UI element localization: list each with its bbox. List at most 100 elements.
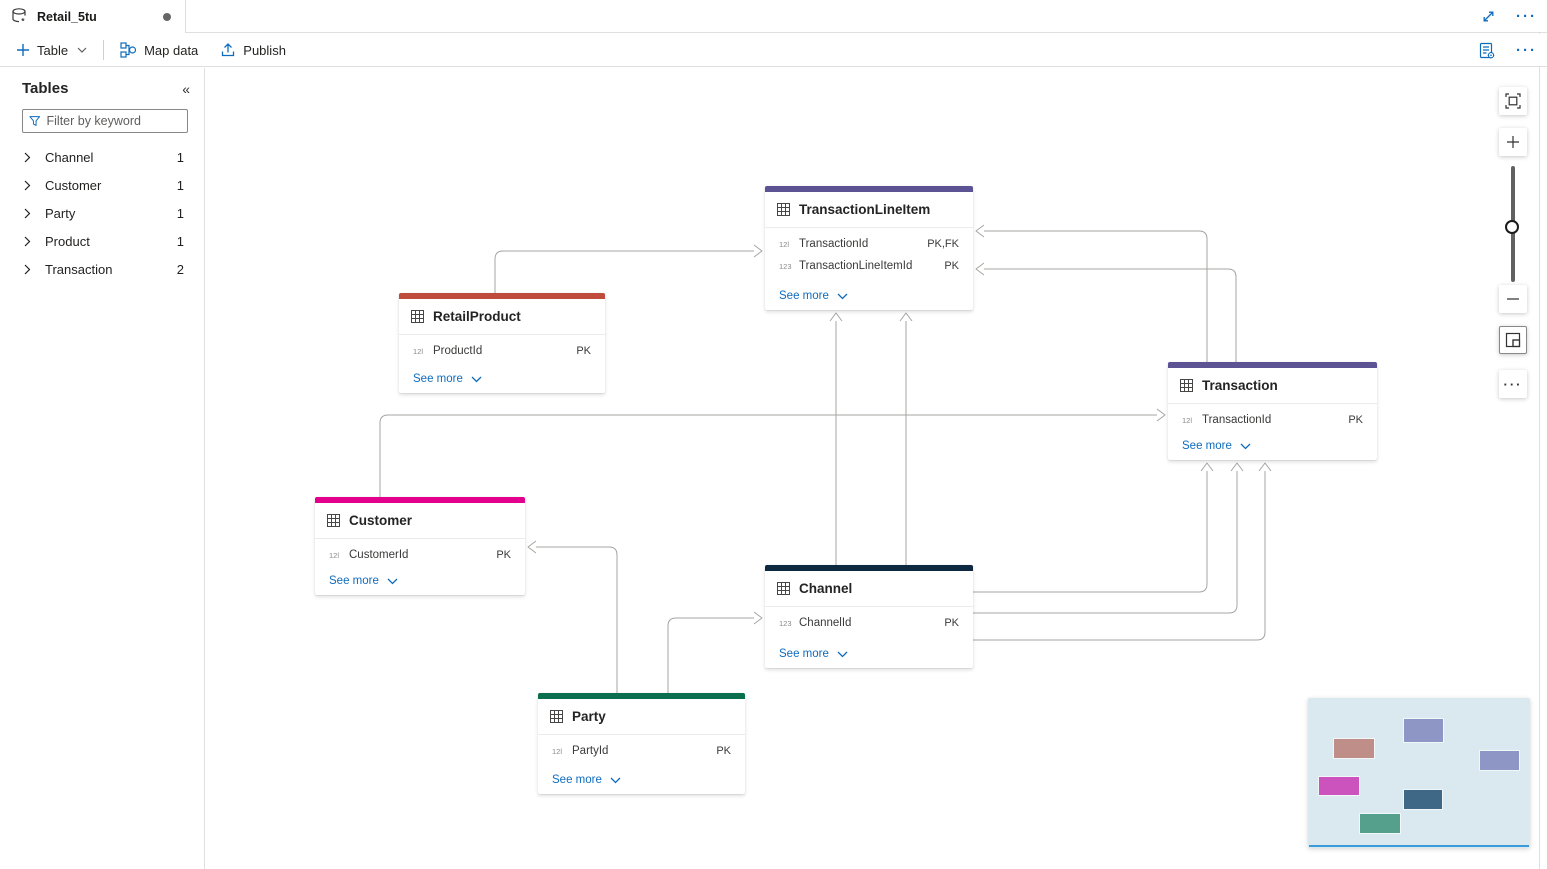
chevron-right-icon [24, 236, 31, 246]
field-key-badge: PK,FK [927, 238, 959, 250]
field-key-badge: PK [496, 549, 511, 561]
see-more-link[interactable]: See more [765, 282, 973, 310]
entity-header: Customer [315, 503, 525, 539]
numeric-type-icon: 123 [779, 618, 792, 628]
chevron-right-icon [24, 180, 31, 190]
plus-icon [17, 44, 29, 56]
publish-button[interactable]: Publish [220, 42, 286, 58]
chevron-right-icon [24, 152, 31, 162]
see-more-link[interactable]: See more [315, 567, 525, 595]
numeric-type-icon: 12l [552, 746, 563, 756]
minimap-rect-transaction [1480, 751, 1519, 770]
numeric-type-icon: 12l [779, 239, 790, 249]
chevron-right-icon [24, 264, 31, 274]
sidebar-item-label: Customer [45, 177, 102, 193]
tab-retail-5tu[interactable]: * Retail_5tu [0, 0, 186, 33]
tab-bar: * Retail_5tu ··· [0, 0, 1547, 33]
field-name: TransactionId [1202, 414, 1272, 426]
sidebar-item-count: 1 [176, 233, 184, 249]
field-name: TransactionLineItemId [799, 260, 913, 272]
see-more-label: See more [779, 290, 829, 302]
see-more-label: See more [1182, 440, 1232, 452]
unsaved-changes-dot [163, 12, 171, 21]
entity-title: Customer [349, 513, 413, 528]
filter-input[interactable] [46, 114, 181, 128]
entity-color-bar [765, 565, 973, 571]
view-settings-icon[interactable] [1478, 42, 1496, 60]
publish-icon [222, 43, 235, 57]
chevron-down-icon [471, 376, 482, 382]
minimap-rect-party [1360, 814, 1400, 833]
map-data-button[interactable]: Map data [120, 42, 198, 58]
zoom-slider-thumb[interactable] [1505, 220, 1519, 234]
fit-to-screen-button[interactable] [1499, 87, 1527, 115]
toggle-minimap-button[interactable] [1499, 326, 1527, 354]
chevron-right-icon [24, 208, 31, 218]
field-name: ChannelId [799, 617, 852, 629]
sidebar-item-count: 1 [176, 205, 184, 221]
expand-diagonal-icon[interactable] [1481, 9, 1496, 24]
numeric-type-icon: 12l [413, 346, 424, 356]
zoom-in-button[interactable] [1499, 128, 1527, 156]
minus-icon [1507, 298, 1519, 300]
zoom-slider[interactable] [1505, 166, 1519, 282]
see-more-link[interactable]: See more [765, 640, 973, 668]
entity-title: TransactionLineItem [799, 202, 931, 217]
map-data-icon [120, 42, 137, 58]
tab-more-button[interactable]: ··· [1516, 8, 1537, 25]
entity-header: Party [538, 699, 745, 735]
minimap-viewport-indicator [1309, 845, 1529, 847]
add-table-button[interactable]: Table [16, 43, 87, 58]
numeric-type-icon: 12l [1182, 415, 1193, 425]
see-more-link[interactable]: See more [399, 365, 605, 393]
table-grid-icon [327, 514, 340, 527]
publish-label: Publish [243, 42, 286, 58]
sidebar-item-label: Channel [45, 149, 94, 165]
table-grid-icon [550, 710, 563, 723]
entity-card-party[interactable]: Party 12l PartyId PK See more [538, 693, 745, 794]
minimap-icon [1505, 332, 1521, 348]
canvas-more-button[interactable]: ··· [1499, 370, 1527, 398]
minimap[interactable] [1308, 698, 1530, 848]
field-name: CustomerId [349, 549, 409, 561]
chevron-down-icon [610, 777, 621, 783]
toolbar-divider [103, 40, 105, 60]
toolbar-more-button[interactable]: ··· [1516, 42, 1537, 59]
field-key-badge: PK [716, 745, 731, 757]
entity-color-bar [399, 293, 605, 299]
filter-funnel-icon [29, 116, 41, 126]
see-more-link[interactable]: See more [1168, 432, 1377, 460]
entity-header: Channel [765, 571, 973, 607]
entity-title: Channel [799, 581, 853, 596]
entity-header: Transaction [1168, 368, 1377, 404]
zoom-out-button[interactable] [1499, 285, 1527, 313]
map-data-label: Map data [144, 42, 199, 58]
sidebar-item-label: Party [45, 205, 76, 221]
right-panel-edge [1539, 0, 1540, 869]
sidebar-item-product[interactable]: Product 1 [0, 227, 204, 255]
sidebar-item-label: Transaction [45, 261, 113, 277]
field-name: PartyId [572, 745, 609, 757]
see-more-link[interactable]: See more [538, 766, 745, 794]
field-key-badge: PK [576, 345, 591, 357]
sidebar-item-label: Product [45, 233, 90, 249]
sidebar-item-party[interactable]: Party 1 [0, 199, 204, 227]
collapse-sidebar-button[interactable]: « [182, 80, 190, 97]
